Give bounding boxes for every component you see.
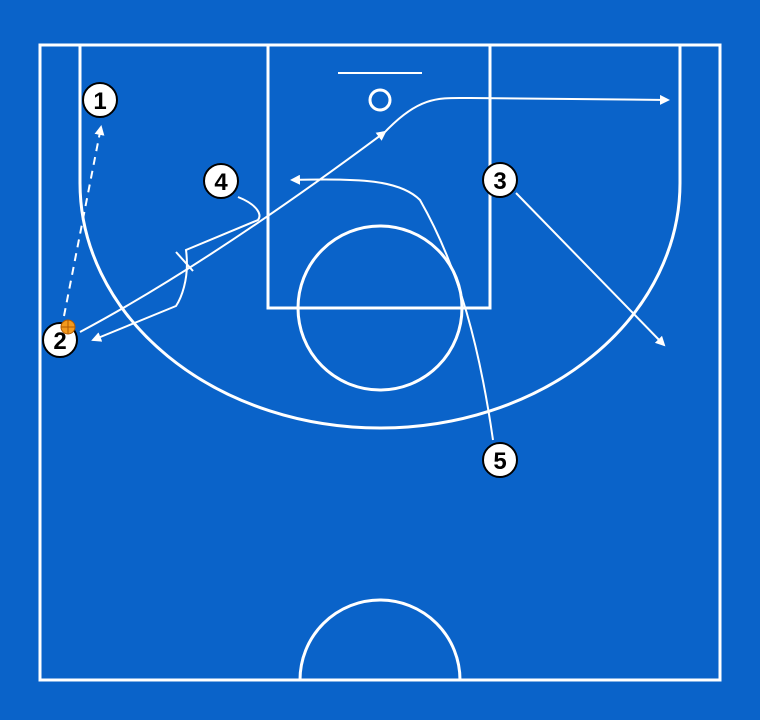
player-5: 5 (482, 442, 518, 478)
three-point-arc (78, 182, 682, 430)
player-2: 2 (42, 319, 78, 358)
player-2-label: 2 (53, 328, 66, 355)
ball-icon (60, 319, 76, 335)
player-1-dashed-cut (63, 125, 105, 317)
court-boundary (38, 43, 722, 682)
player-3-cut (515, 192, 666, 347)
player-1-label: 1 (93, 88, 106, 115)
player-2-cut-continuation (384, 94, 670, 133)
player-4: 4 (203, 163, 239, 199)
player-1: 1 (82, 82, 118, 118)
player-1-marker (82, 82, 118, 118)
paint-lane (266, 43, 492, 310)
player-3-label: 3 (493, 168, 506, 195)
player-4-label: 4 (214, 169, 228, 196)
player-5-label: 5 (493, 448, 506, 475)
court-lines (38, 43, 722, 682)
player-3-marker (482, 162, 518, 198)
center-circle (298, 598, 462, 681)
player-5-marker (482, 442, 518, 478)
player-4-screen-cut (91, 196, 261, 342)
player-5-cut (290, 174, 494, 441)
player-3: 3 (482, 162, 518, 198)
free-throw-circle (296, 224, 464, 392)
player-2-cut (79, 130, 387, 333)
actions (63, 94, 670, 441)
player-4-marker (203, 163, 239, 199)
basket-rim (368, 88, 392, 112)
